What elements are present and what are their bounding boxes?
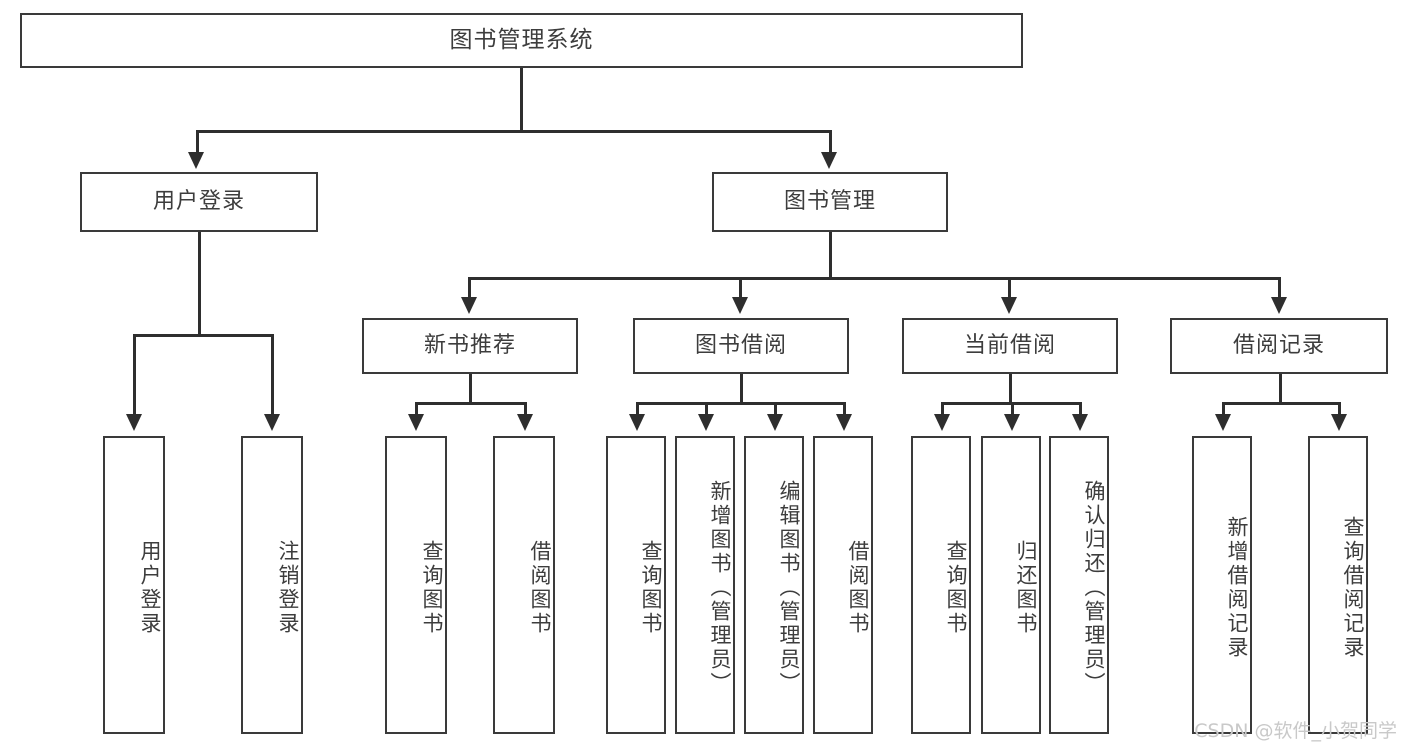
node-root-book-management-system[interactable]: 图书管理系统 (20, 13, 1023, 68)
arrowhead-current-borrow (1001, 297, 1017, 314)
arrowhead-book-borrow (732, 297, 748, 314)
arrowhead-leaf-confirm-return (1072, 414, 1088, 431)
arrowhead-new-book-rec (461, 297, 477, 314)
arrowhead-borrow-record (1271, 297, 1287, 314)
node-book-borrowing[interactable]: 图书借阅 (633, 318, 849, 374)
connector-drop-leaf-borrow-book-1 (524, 402, 527, 416)
connector-drop-leaf-add-book (705, 402, 708, 416)
connector-borrow-record-stem (1279, 374, 1282, 404)
arrowhead-leaf-query-book-2 (629, 414, 645, 431)
connector-drop-leaf-edit-book (774, 402, 777, 416)
arrowhead-leaf-edit-book (767, 414, 783, 431)
node-book-management[interactable]: 图书管理 (712, 172, 948, 232)
leaf-query-book-new-book-rec-label: 查询图书 (420, 540, 444, 636)
leaf-query-borrow-record-label: 查询借阅记录 (1341, 516, 1365, 660)
arrowhead-book-manage (821, 152, 837, 169)
leaf-query-book-book-borrow-label: 查询图书 (639, 540, 663, 636)
connector-drop-leaf-logout-login (271, 334, 274, 416)
connector-root-bus (196, 130, 832, 133)
csdn-watermark: CSDN @软件_小贺同学 (1194, 720, 1397, 742)
connector-drop-leaf-borrow-book-2 (843, 402, 846, 416)
leaf-add-borrow-record-label: 新增借阅记录 (1225, 516, 1249, 660)
node-user-login[interactable]: 用户登录 (80, 172, 318, 232)
leaf-borrow-book-new-book-rec[interactable]: 借阅图书 (493, 436, 555, 734)
leaf-edit-book[interactable]: 编辑图书（管理员） (744, 436, 804, 734)
leaf-query-book-current-borrow[interactable]: 查询图书 (911, 436, 971, 734)
arrowhead-leaf-query-book-1 (408, 414, 424, 431)
leaf-return-book[interactable]: 归还图书 (981, 436, 1041, 734)
connector-current-borrow-stem (1009, 374, 1012, 404)
leaf-add-book[interactable]: 新增图书（管理员） (675, 436, 735, 734)
connector-new-book-rec-bus (415, 402, 526, 405)
connector-drop-leaf-confirm-return (1079, 402, 1082, 416)
leaf-query-book-new-book-rec[interactable]: 查询图书 (385, 436, 447, 734)
leaf-logout-login-label: 注销登录 (276, 540, 300, 636)
connector-drop-leaf-query-record (1338, 402, 1341, 416)
connector-drop-current-borrow (1008, 277, 1011, 299)
arrowhead-leaf-logout-login (264, 414, 280, 431)
leaf-query-book-book-borrow[interactable]: 查询图书 (606, 436, 666, 734)
connector-drop-leaf-user-login (133, 334, 136, 416)
connector-drop-new-book-rec (468, 277, 471, 299)
arrowhead-leaf-query-book-3 (934, 414, 950, 431)
arrowhead-leaf-return-book (1004, 414, 1020, 431)
leaf-borrow-book-new-book-rec-label: 借阅图书 (528, 540, 552, 636)
node-current-borrowing[interactable]: 当前借阅 (902, 318, 1118, 374)
connector-book-manage-bus (468, 277, 1280, 280)
leaf-add-book-label: 新增图书（管理员） (708, 480, 732, 696)
arrowhead-leaf-borrow-book-2 (836, 414, 852, 431)
node-borrowing-record[interactable]: 借阅记录 (1170, 318, 1388, 374)
connector-drop-leaf-return-book (1011, 402, 1014, 416)
leaf-logout-login[interactable]: 注销登录 (241, 436, 303, 734)
connector-drop-leaf-query-book-2 (636, 402, 639, 416)
leaf-add-borrow-record[interactable]: 新增借阅记录 (1192, 436, 1252, 734)
leaf-query-book-current-borrow-label: 查询图书 (944, 540, 968, 636)
connector-drop-book-manage (829, 130, 832, 154)
connector-user-login-bus (133, 334, 271, 337)
connector-drop-leaf-query-book-3 (941, 402, 944, 416)
leaf-query-borrow-record[interactable]: 查询借阅记录 (1308, 436, 1368, 734)
connector-drop-leaf-add-record (1222, 402, 1225, 416)
leaf-confirm-return[interactable]: 确认归还（管理员） (1049, 436, 1109, 734)
connector-drop-leaf-query-book-1 (415, 402, 418, 416)
connector-book-manage-stem (829, 232, 832, 279)
connector-root-stem (520, 68, 523, 130)
arrowhead-user-login (188, 152, 204, 169)
connector-borrow-record-bus (1222, 402, 1340, 405)
leaf-borrow-book-book-borrow-label: 借阅图书 (846, 540, 870, 636)
connector-drop-book-borrow (739, 277, 742, 299)
leaf-confirm-return-label: 确认归还（管理员） (1082, 480, 1106, 696)
leaf-edit-book-label: 编辑图书（管理员） (777, 480, 801, 696)
connector-book-borrow-bus (636, 402, 844, 405)
connector-user-login-stem (198, 232, 201, 336)
leaf-user-login[interactable]: 用户登录 (103, 436, 165, 734)
arrowhead-leaf-query-record (1331, 414, 1347, 431)
leaf-return-book-label: 归还图书 (1014, 540, 1038, 636)
arrowhead-leaf-add-book (698, 414, 714, 431)
arrowhead-leaf-borrow-book-1 (517, 414, 533, 431)
connector-drop-user-login (196, 130, 199, 154)
connector-new-book-rec-stem (469, 374, 472, 404)
arrowhead-leaf-user-login (126, 414, 142, 431)
leaf-user-login-label: 用户登录 (138, 540, 162, 636)
arrowhead-leaf-add-record (1215, 414, 1231, 431)
connector-drop-borrow-record (1278, 277, 1281, 299)
node-new-book-recommendation[interactable]: 新书推荐 (362, 318, 578, 374)
leaf-borrow-book-book-borrow[interactable]: 借阅图书 (813, 436, 873, 734)
connector-book-borrow-stem (740, 374, 743, 404)
